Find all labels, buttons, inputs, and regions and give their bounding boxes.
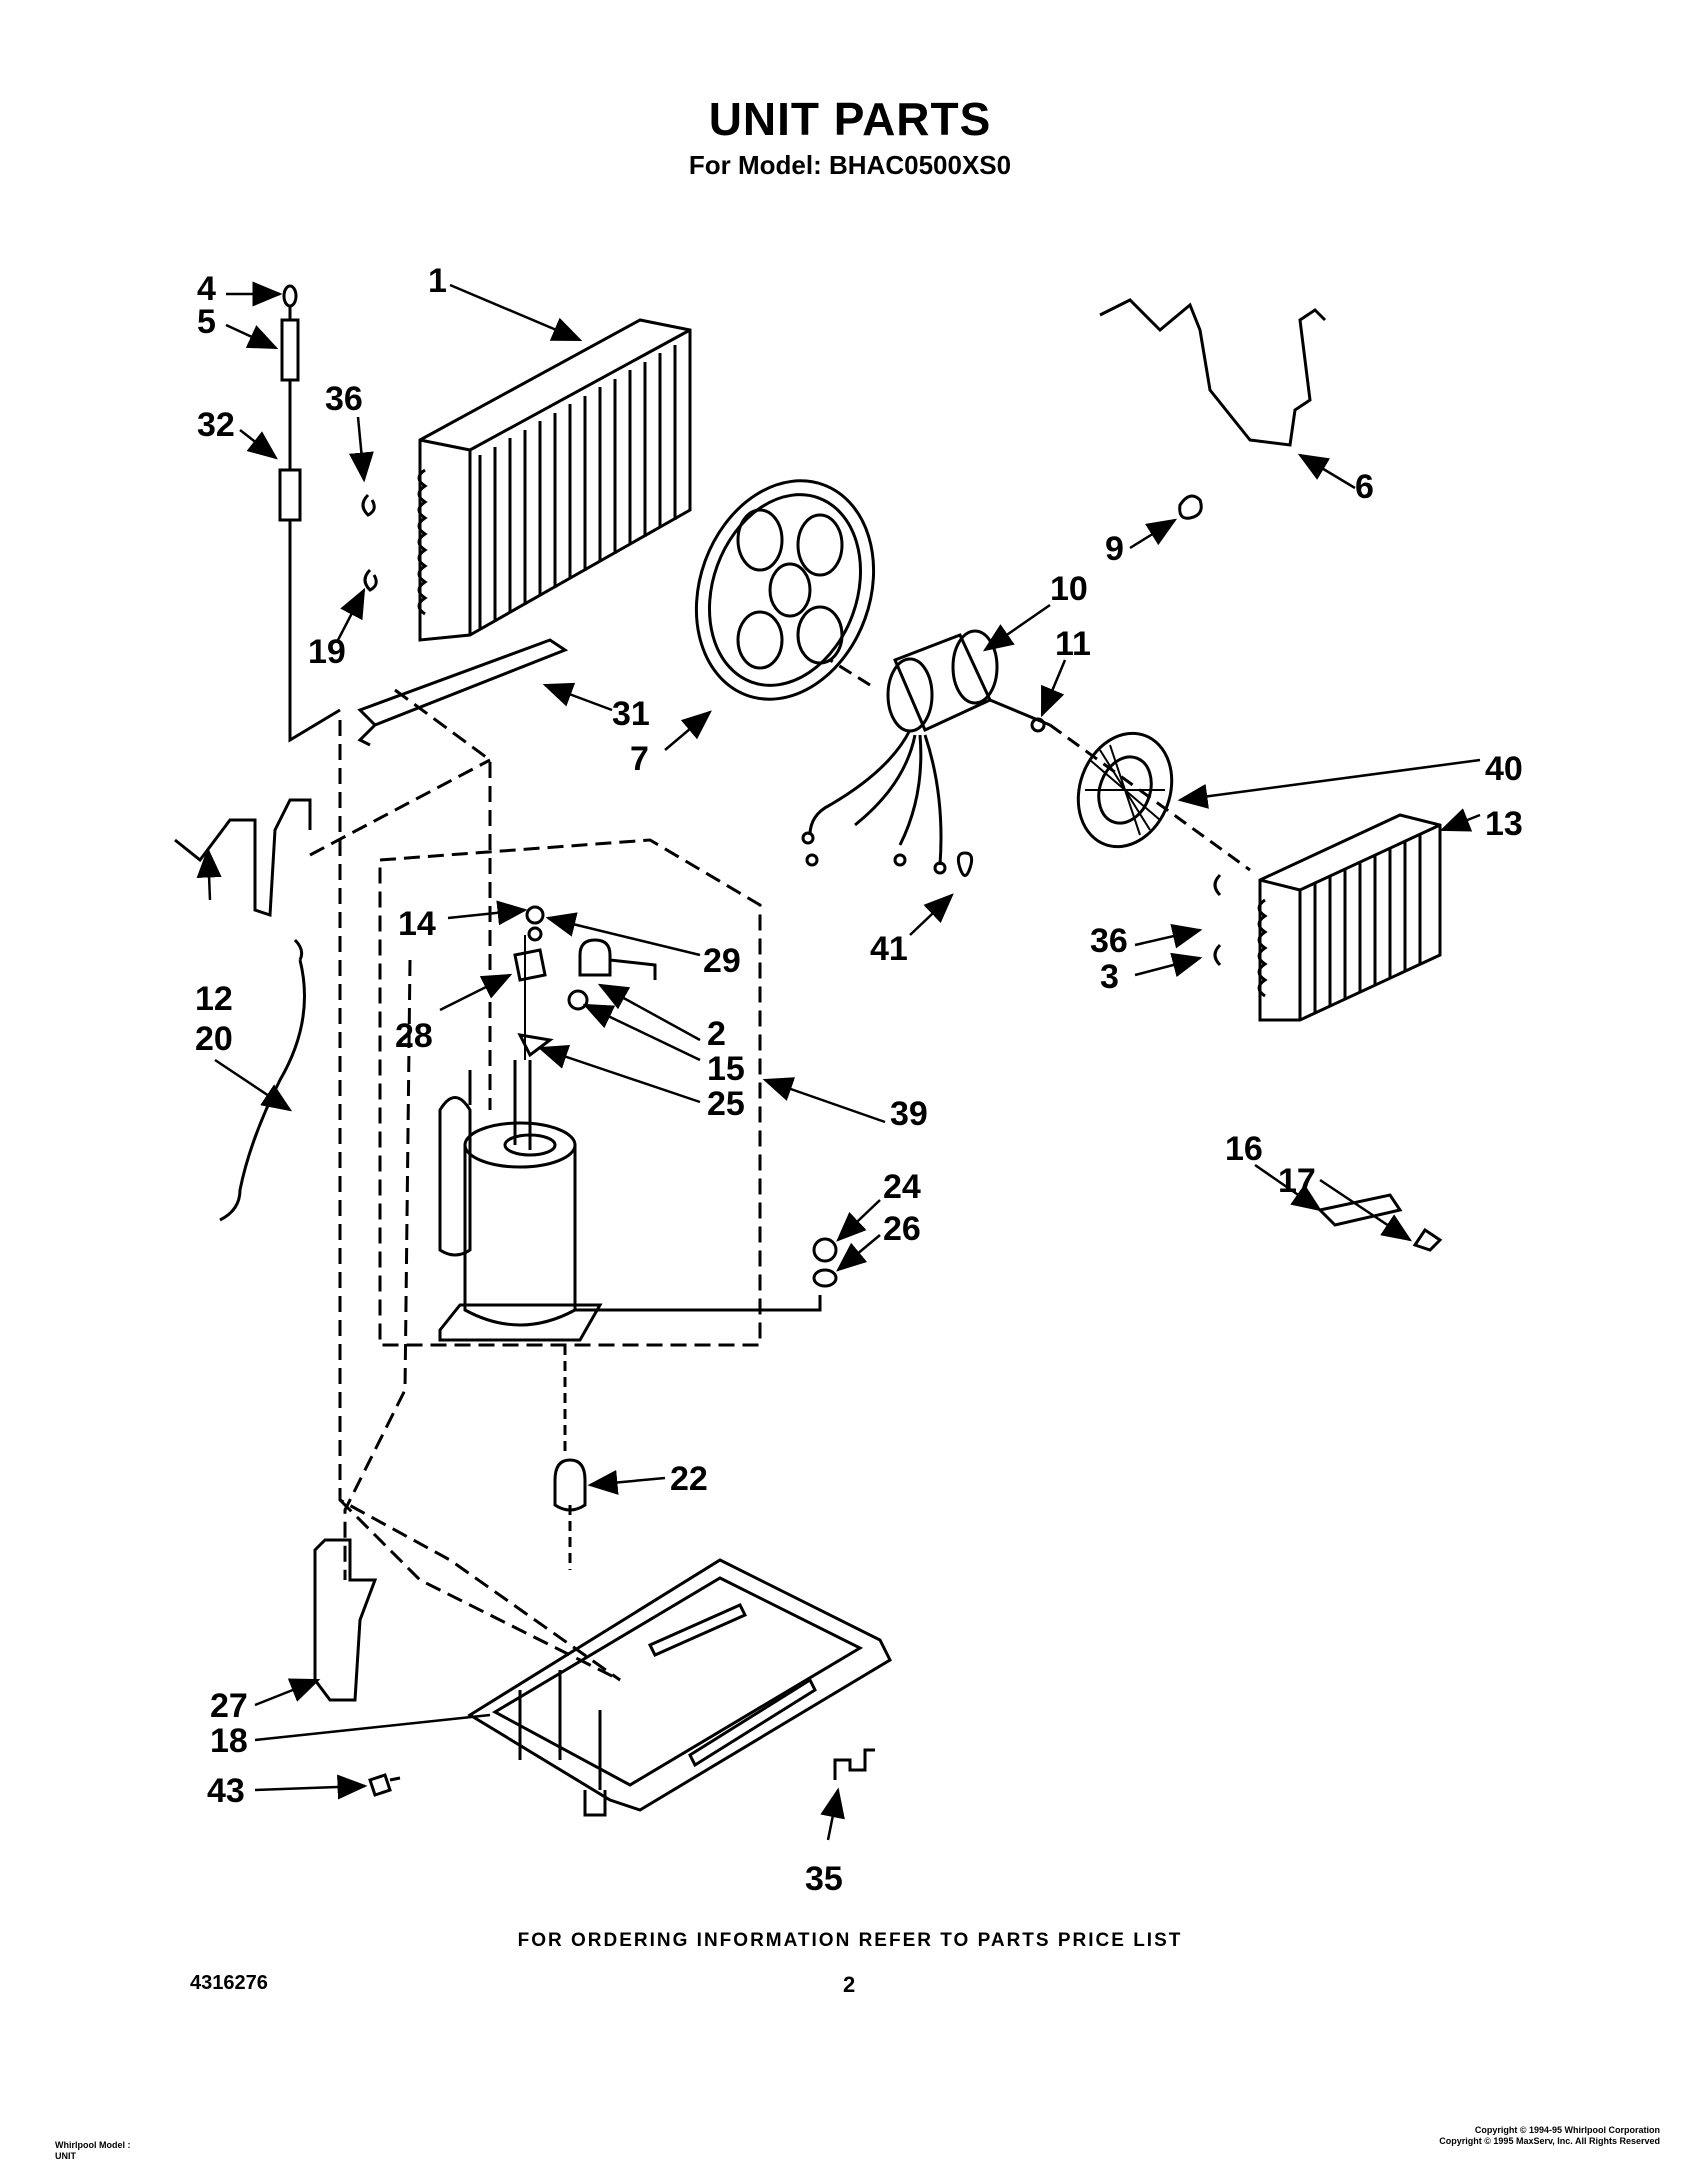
callout-19: 19 (308, 633, 346, 671)
wire-harness-20 (219, 938, 306, 1222)
footer-left: Whirlpool Model : UNIT (55, 2140, 131, 2162)
callout-25: 25 (707, 1085, 745, 1123)
callout-17: 17 (1278, 1162, 1316, 1200)
callout-4: 4 (197, 270, 216, 308)
compressor (438, 1060, 822, 1342)
ordering-note: FOR ORDERING INFORMATION REFER TO PARTS … (517, 1930, 1183, 1951)
callout-29: 29 (703, 942, 741, 980)
part-27-bracket (313, 1538, 378, 1702)
callout-22: 22 (670, 1460, 708, 1498)
callout-leaders (196, 281, 1481, 1841)
callout-31: 31 (612, 695, 650, 733)
part-36-clip (361, 493, 376, 517)
callout-24: 24 (883, 1168, 921, 1206)
page-number: 2 (843, 1972, 856, 1997)
callout-40: 40 (1485, 750, 1523, 788)
callout-36-upper: 36 (325, 380, 363, 418)
callout-41: 41 (870, 930, 908, 968)
part-12-tube (174, 798, 312, 918)
callout-10: 10 (1050, 570, 1088, 608)
evaporator-coil (1257, 813, 1442, 1022)
blower-wheel (1049, 723, 1251, 872)
callout-14: 14 (398, 905, 436, 943)
condenser-fan-blade (694, 479, 876, 701)
callout-28: 28 (395, 1017, 433, 1055)
part-35-clip (833, 1748, 875, 1780)
part-19-clip (363, 568, 378, 592)
base-pan (338, 1498, 892, 1817)
callout-15: 15 (707, 1050, 745, 1088)
callout-6: 6 (1355, 468, 1374, 506)
callout-3: 3 (1100, 958, 1119, 996)
fan-motor (801, 629, 1051, 875)
part-31-tube (357, 638, 569, 747)
footer-model-line: Whirlpool Model : (55, 2140, 131, 2150)
compressor-assembly-frame (378, 838, 762, 1347)
copyright-line-1: Copyright © 1994-95 Whirlpool Corporatio… (1474, 2125, 1660, 2135)
callout-27: 27 (210, 1687, 248, 1725)
copyright: Copyright © 1994-95 Whirlpool Corporatio… (1439, 2125, 1660, 2147)
callout-12: 12 (195, 980, 233, 1018)
callout-1: 1 (428, 262, 447, 300)
callout-43: 43 (207, 1772, 245, 1810)
condenser-coil (417, 318, 692, 642)
callout-16: 16 (1225, 1130, 1263, 1168)
callout-39: 39 (890, 1095, 928, 1133)
callout-32: 32 (197, 406, 235, 444)
footer-section-line: UNIT (55, 2151, 76, 2161)
callout-7: 7 (630, 740, 649, 778)
callout-11: 11 (1055, 625, 1091, 663)
callout-18: 18 (210, 1722, 248, 1760)
sensing-bulb-assembly (278, 284, 341, 743)
callout-9: 9 (1105, 530, 1124, 568)
callout-36-lower: 36 (1090, 922, 1128, 960)
model-subtitle: For Model: BHAC0500XS0 (688, 150, 1012, 180)
document-number: 4316276 (190, 1972, 268, 1994)
callout-5: 5 (197, 303, 216, 341)
wire-part-6 (1099, 298, 1327, 447)
copyright-line-2: Copyright © 1995 MaxServ, Inc. All Right… (1439, 2136, 1660, 2146)
page-title: UNIT PARTS (708, 93, 992, 145)
callout-2: 2 (707, 1015, 726, 1053)
callout-13: 13 (1485, 805, 1523, 843)
callout-35: 35 (805, 1860, 843, 1898)
callout-26: 26 (883, 1210, 921, 1248)
callout-20: 20 (195, 1020, 233, 1058)
